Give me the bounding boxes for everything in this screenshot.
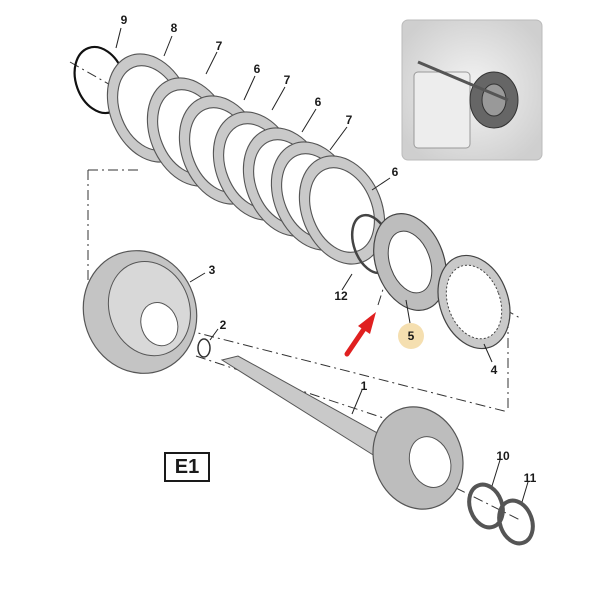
part-2-washer xyxy=(197,338,211,358)
callout-3: 3 xyxy=(209,263,216,277)
callout-7b: 7 xyxy=(284,73,291,87)
callout-5-highlight xyxy=(398,323,424,349)
part-11-ring xyxy=(497,498,535,546)
part-10-ring xyxy=(467,482,505,530)
callout-11: 11 xyxy=(524,471,537,485)
callout-8: 8 xyxy=(171,21,178,35)
part-5-thrust-plate xyxy=(373,212,447,312)
part-3-drum-hub xyxy=(82,250,198,374)
gearbox-assembly-icon xyxy=(401,19,543,161)
callout-12: 12 xyxy=(334,289,348,303)
red-arrow-icon xyxy=(344,312,376,357)
part-4-bearing-ring xyxy=(437,254,511,350)
callout-5: 5 xyxy=(408,329,415,343)
callout-6c: 6 xyxy=(392,165,399,179)
callout-labels: 9 8 7 6 7 6 7 6 3 2 12 5 4 1 10 11 xyxy=(121,13,537,485)
callout-2: 2 xyxy=(220,318,227,332)
callout-6b: 6 xyxy=(315,95,322,109)
part-1-shaft-assembly xyxy=(220,355,464,510)
callout-1: 1 xyxy=(361,379,368,393)
leader-lines xyxy=(115,27,529,503)
callout-7a: 7 xyxy=(216,39,223,53)
callout-7c: 7 xyxy=(346,113,353,127)
callout-10: 10 xyxy=(496,449,510,463)
callout-6a: 6 xyxy=(254,62,261,76)
clutch-disc-stack xyxy=(106,53,386,265)
callout-4: 4 xyxy=(491,363,498,377)
callout-9: 9 xyxy=(121,13,128,27)
diagram-badge: E1 xyxy=(164,452,210,482)
